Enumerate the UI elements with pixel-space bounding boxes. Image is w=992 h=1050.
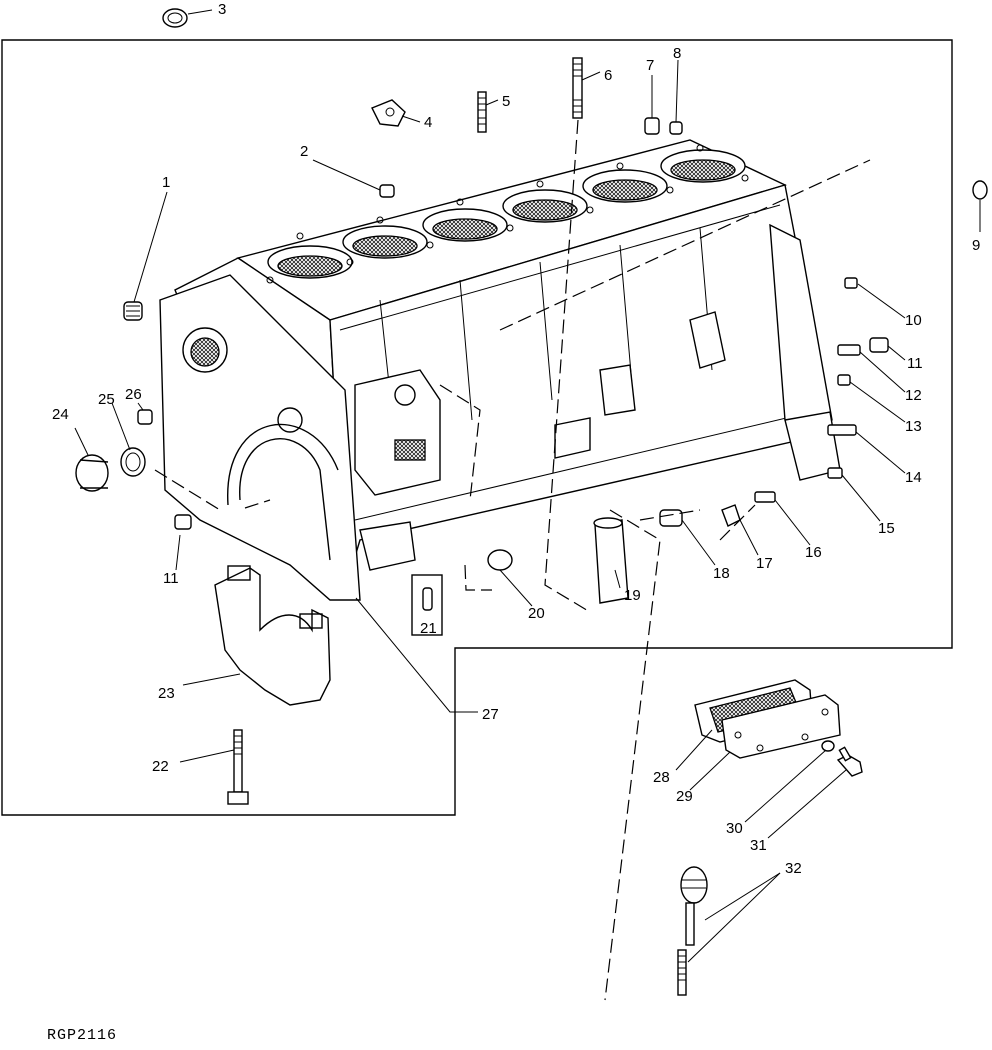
- part-stud-6: [572, 57, 583, 119]
- part-plug-11-left: [174, 514, 192, 530]
- part-dipstick-32: [677, 866, 708, 996]
- callout-20: 20: [528, 605, 545, 622]
- callout-9: 9: [972, 237, 980, 254]
- part-plug-2: [379, 184, 395, 198]
- callout-13: 13: [905, 418, 922, 435]
- assembly-boundary-frame: [1, 39, 953, 816]
- part-plug-3: [162, 8, 188, 28]
- figure-id: RGP2116: [47, 1027, 118, 1044]
- callout-29: 29: [676, 788, 693, 805]
- part-cover-plate-29: [721, 694, 841, 759]
- part-plug-7: [644, 117, 660, 135]
- callout-22: 22: [152, 758, 169, 775]
- callout-19: 19: [624, 587, 641, 604]
- part-plug-12: [837, 344, 861, 356]
- alignment-lines: [154, 119, 871, 1001]
- callout-7: 7: [646, 57, 654, 74]
- part-plug-8: [669, 121, 683, 135]
- callout-21: 21: [420, 620, 437, 637]
- part-spring-1: [123, 301, 143, 321]
- part-washer-30: [821, 740, 835, 752]
- part-bolt-31: [836, 746, 863, 777]
- callout-3: 3: [218, 1, 226, 18]
- callout-31: 31: [750, 837, 767, 854]
- callout-5: 5: [502, 93, 510, 110]
- callout-10: 10: [905, 312, 922, 329]
- callout-1: 1: [162, 174, 170, 191]
- callout-25: 25: [98, 391, 115, 408]
- part-bearing-cap-23: [214, 565, 331, 706]
- callout-26: 26: [125, 386, 142, 403]
- cylinder-block: [159, 139, 841, 601]
- part-stud-5: [477, 91, 487, 133]
- part-plug-9: [972, 180, 988, 200]
- callout-32: 32: [785, 860, 802, 877]
- part-bolt-22: [227, 729, 249, 805]
- callout-12: 12: [905, 387, 922, 404]
- callout-4: 4: [424, 114, 432, 131]
- callout-labels: 1 2 3 4 5 6 7 8 9 10 11 11 12 13 14 15 1…: [52, 1, 980, 877]
- part-plug-10: [844, 277, 858, 289]
- callout-11-right: 11: [907, 355, 923, 372]
- part-plug-16: [754, 491, 776, 503]
- callout-24: 24: [52, 406, 69, 423]
- callout-27: 27: [482, 706, 499, 723]
- part-spring-18: [659, 509, 683, 527]
- callout-16: 16: [805, 544, 822, 561]
- part-plug-15: [827, 467, 843, 479]
- part-plug-14: [827, 424, 857, 436]
- callout-6: 6: [604, 67, 612, 84]
- part-fitting-4: [371, 99, 406, 127]
- part-seal-25: [120, 447, 146, 477]
- callout-18: 18: [713, 565, 730, 582]
- callout-28: 28: [653, 769, 670, 786]
- callout-2: 2: [300, 143, 308, 160]
- part-plug-13: [837, 374, 851, 386]
- callout-11-left: 11: [163, 570, 179, 587]
- part-sleeve-19: [593, 517, 629, 604]
- part-dowel-21: [411, 574, 443, 636]
- part-plug-26: [137, 409, 153, 425]
- leader-lines: [74, 9, 981, 963]
- callout-15: 15: [878, 520, 895, 537]
- part-plug-24: [75, 454, 109, 492]
- part-plug-20: [487, 549, 513, 571]
- part-spring-11-right: [869, 337, 889, 353]
- callout-17: 17: [756, 555, 773, 572]
- callout-8: 8: [673, 45, 681, 62]
- callout-14: 14: [905, 469, 922, 486]
- callout-23: 23: [158, 685, 175, 702]
- callout-30: 30: [726, 820, 743, 837]
